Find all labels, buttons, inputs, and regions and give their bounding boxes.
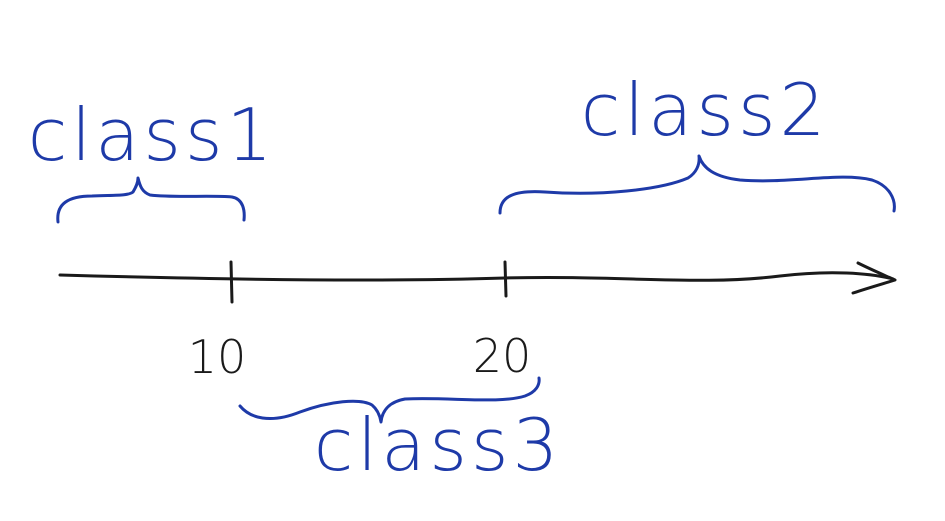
tick-mark-20 [503, 260, 508, 298]
tick-mark-10 [229, 260, 234, 304]
number-line-axis [58, 271, 895, 282]
class3-brace [238, 376, 541, 424]
class1-brace [56, 176, 246, 224]
class2-brace [498, 154, 896, 215]
tick-label-10: 10 [188, 330, 247, 384]
class1-label: class1 [28, 93, 277, 177]
tick-label-20: 20 [473, 329, 532, 383]
axis-arrow-head [851, 261, 897, 295]
class3-label: class3 [314, 403, 563, 487]
class2-label: class2 [581, 68, 830, 152]
